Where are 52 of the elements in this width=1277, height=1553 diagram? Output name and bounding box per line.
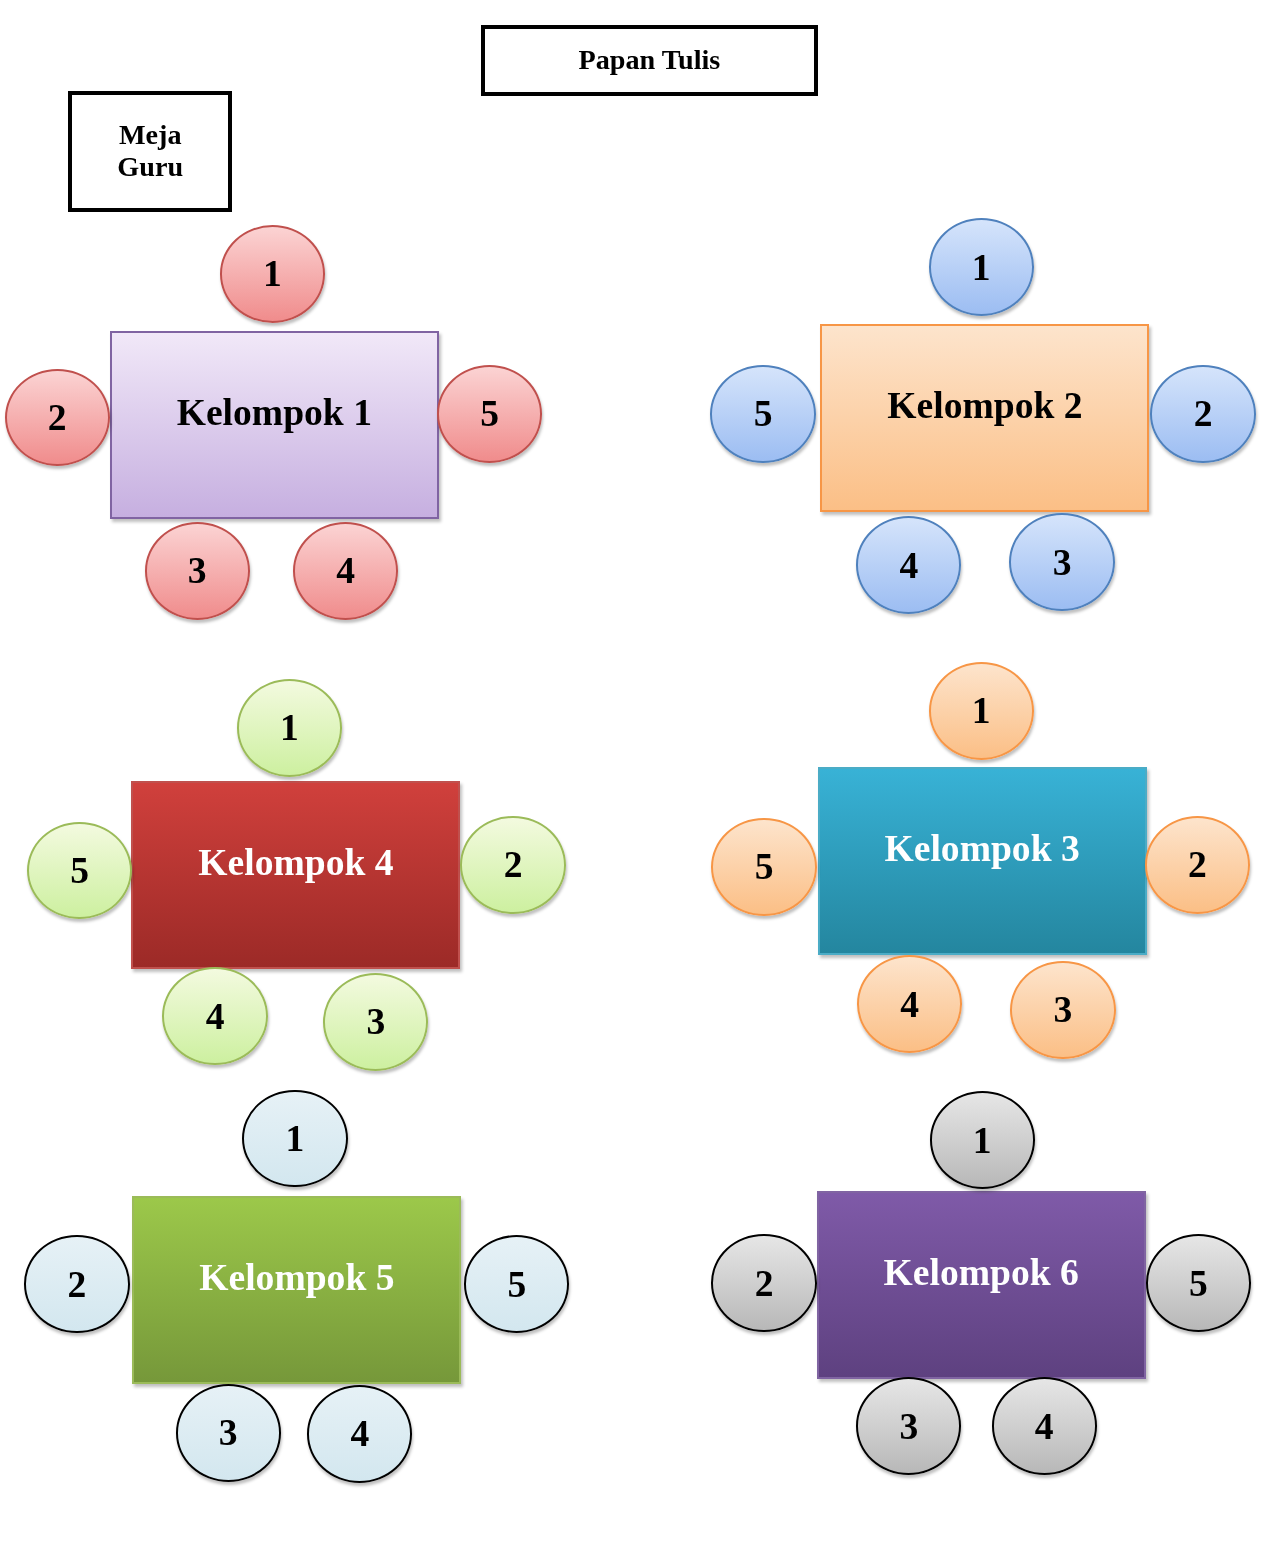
seat-circle [175, 1383, 281, 1482]
seat-number: 2 [502, 843, 524, 887]
seat-number: 2 [1192, 392, 1214, 436]
seat-number: 4 [335, 549, 357, 593]
seat-number: 1 [262, 252, 283, 296]
group-table [816, 1191, 1146, 1380]
seat-number: 3 [365, 1000, 387, 1044]
seat-number: 4 [899, 982, 921, 1026]
seat-number: 4 [1033, 1404, 1055, 1448]
seat-number: 2 [46, 396, 68, 439]
group-table [820, 323, 1150, 512]
seat-number: 5 [69, 849, 91, 893]
room-label: Papan Tulis [577, 44, 722, 77]
seat-number: 1 [970, 689, 992, 733]
board-box [481, 24, 818, 96]
group-name: Kelompok 5 [198, 1255, 396, 1299]
seat-circle [991, 1377, 1097, 1475]
seat-number: 5 [479, 392, 500, 436]
group-name: Kelompok 1 [175, 391, 373, 434]
group-table [109, 331, 439, 519]
seat-number: 5 [1187, 1261, 1209, 1305]
group-name: Kelompok 2 [886, 383, 1084, 427]
group-table [817, 767, 1147, 956]
seat-number: 1 [971, 1118, 993, 1162]
group-name: Kelompok 3 [883, 827, 1081, 871]
seat-number: 5 [752, 392, 774, 436]
group-name: Kelompok 4 [197, 841, 395, 885]
seat-circle [144, 521, 250, 620]
room-label: Meja Guru [116, 119, 185, 184]
seat-circle [1145, 1234, 1251, 1333]
seat-number: 2 [1187, 843, 1208, 887]
seat-number: 4 [898, 543, 920, 587]
seat-number: 3 [186, 549, 208, 593]
seat-number: 4 [349, 1412, 371, 1456]
group-table [132, 1195, 462, 1384]
seat-circle [460, 816, 566, 914]
seat-number: 5 [753, 845, 775, 889]
group-name: Kelompok 6 [882, 1251, 1080, 1295]
group-table [131, 781, 461, 970]
seat-number: 4 [204, 994, 226, 1038]
seat-number: 1 [970, 245, 992, 289]
seat-number: 3 [898, 1404, 920, 1448]
seat-number: 2 [753, 1261, 775, 1305]
seat-number: 3 [1051, 540, 1073, 584]
desk-box [68, 91, 232, 212]
seat-circle [1144, 816, 1250, 914]
seat-number: 2 [66, 1262, 88, 1306]
seat-number: 3 [217, 1411, 239, 1455]
seat-number: 1 [278, 706, 300, 750]
seat-number: 5 [506, 1262, 528, 1306]
seat-number: 1 [284, 1116, 306, 1160]
seat-number: 3 [1052, 988, 1074, 1032]
